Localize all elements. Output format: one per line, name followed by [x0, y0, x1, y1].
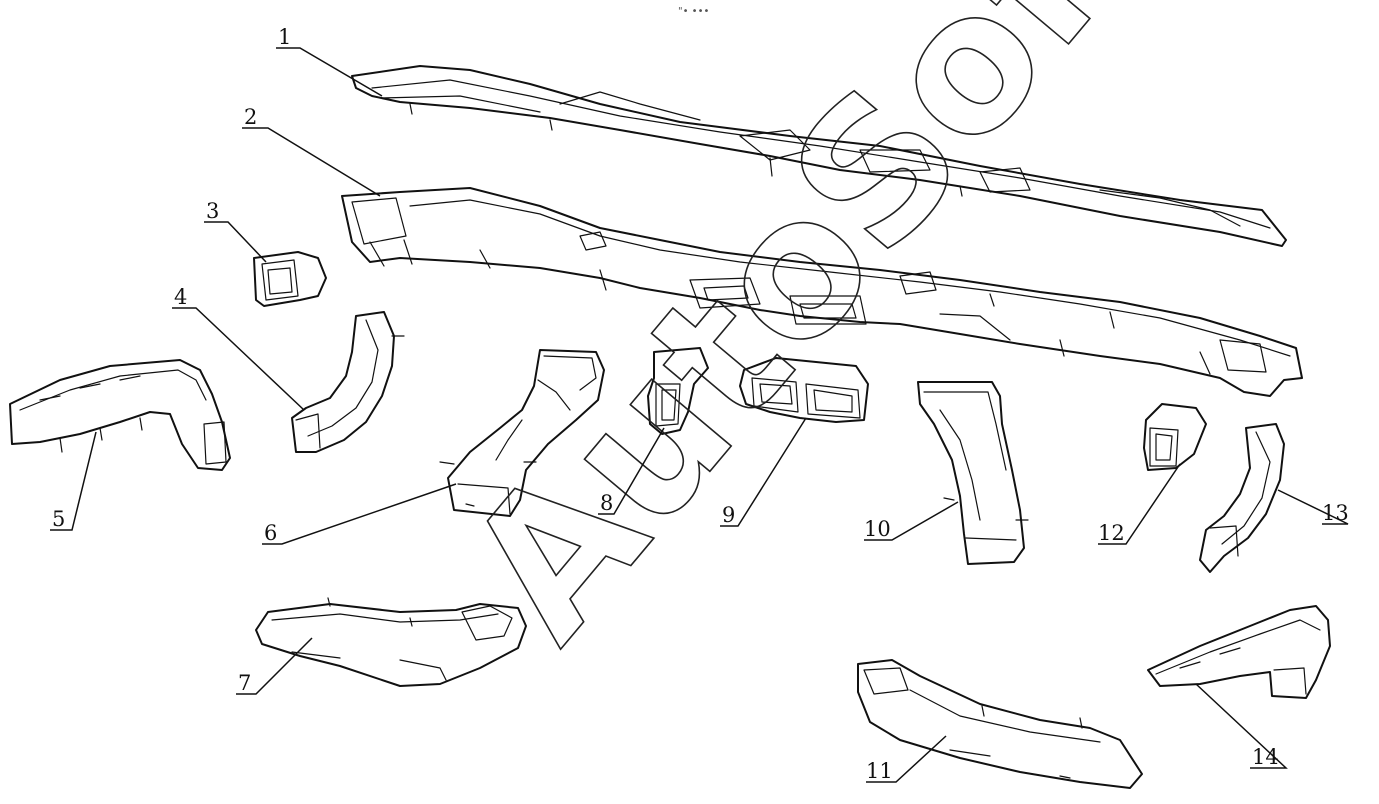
callout-12: 12 [1098, 521, 1125, 545]
part-7-floor-duct [255, 597, 527, 687]
callout-6: 6 [264, 521, 277, 545]
callout-13: 13 [1322, 501, 1349, 525]
part-8-vertical-vent [647, 347, 709, 435]
callout-labels: 1 2 3 4 5 6 7 8 9 10 11 12 13 14 [52, 25, 1349, 783]
callout-1: 1 [278, 25, 291, 49]
callout-10: 10 [864, 517, 891, 541]
callout-14: 14 [1252, 745, 1279, 769]
part-3-small-vent [253, 251, 327, 307]
part-9-double-outlet [739, 357, 869, 423]
callout-9: 9 [722, 503, 735, 527]
callout-4: 4 [174, 285, 187, 309]
callout-5: 5 [52, 507, 65, 531]
callout-7: 7 [238, 671, 251, 695]
part-12-small-vent [1143, 403, 1207, 471]
part-13-curved-duct [1199, 423, 1285, 573]
part-10-rear-duct [917, 381, 1029, 565]
part-14-right-side-duct [1147, 605, 1331, 699]
callout-11: 11 [866, 759, 893, 783]
callout-3: 3 [206, 199, 219, 223]
leader-lines [50, 47, 1349, 783]
top-mark: "• ••• [678, 6, 709, 17]
callout-2: 2 [244, 105, 257, 129]
part-5-left-side-duct [9, 359, 231, 471]
part-4-curved-duct [291, 311, 405, 453]
part-11-floor-duct [857, 659, 1143, 789]
callout-8: 8 [600, 491, 613, 515]
part-1-upper-duct [351, 65, 1287, 247]
part-6-floor-duct [439, 349, 605, 517]
part-2-lower-duct [341, 187, 1303, 397]
